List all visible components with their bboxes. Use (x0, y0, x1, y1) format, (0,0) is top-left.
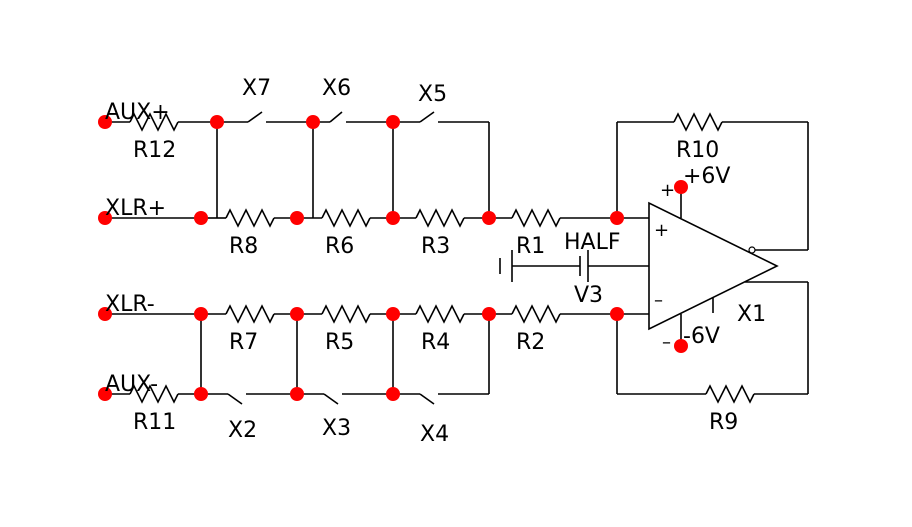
label-v3: V3 (574, 283, 603, 308)
label-pos-supply: +6V (683, 164, 730, 189)
node (98, 115, 112, 129)
node (290, 211, 304, 225)
resistor-r9 (705, 384, 755, 404)
label-r10: R10 (676, 138, 719, 163)
label-x1: X1 (737, 302, 766, 327)
label-neg-supply: -6V (683, 324, 720, 349)
node (194, 307, 208, 321)
label-r5: R5 (325, 330, 354, 355)
label-r9: R9 (709, 410, 738, 435)
node (386, 387, 400, 401)
feedback-r9 (616, 281, 809, 404)
label-x3: X3 (322, 416, 351, 441)
supply-minus-sign: – (662, 332, 671, 353)
switch-x7 (247, 111, 263, 123)
voltage-source-v3 (499, 250, 649, 282)
node (386, 211, 400, 225)
resistor-r6 (321, 208, 371, 228)
node (482, 211, 496, 225)
node (386, 307, 400, 321)
label-half: HALF (564, 230, 621, 255)
resistor-r1 (511, 208, 561, 228)
label-aux-minus: AUX- (105, 372, 158, 397)
node (290, 307, 304, 321)
node-neg-supply (674, 339, 688, 353)
node (610, 307, 624, 321)
xlr-minus-line (105, 304, 649, 324)
label-x2: X2 (228, 418, 257, 443)
label-r2: R2 (516, 330, 545, 355)
label-r12: R12 (133, 138, 176, 163)
resistor-r11 (129, 384, 179, 404)
node (482, 307, 496, 321)
switch-x6 (329, 111, 343, 123)
node-pos-supply (674, 180, 688, 194)
node (610, 211, 624, 225)
label-x5: X5 (418, 82, 447, 107)
label-r11: R11 (133, 410, 176, 435)
node (290, 387, 304, 401)
switch-x5 (419, 111, 435, 123)
resistor-r7 (225, 304, 275, 324)
nodes (98, 115, 688, 401)
label-r7: R7 (229, 330, 258, 355)
label-aux-plus: AUX+ (105, 100, 170, 125)
label-r1: R1 (516, 234, 545, 259)
node (194, 387, 208, 401)
switch-x2 (227, 393, 243, 405)
switch-x4 (419, 393, 435, 405)
resistor-r10 (673, 112, 723, 132)
resistor-r12 (129, 112, 179, 132)
label-r4: R4 (421, 330, 450, 355)
resistor-r8 (225, 208, 275, 228)
node (98, 211, 112, 225)
label-xlr-minus: XLR- (105, 292, 155, 317)
opamp-plus-sign: + (654, 220, 669, 241)
supply-plus-sign: + (660, 180, 675, 201)
resistor-r4 (415, 304, 465, 324)
node (306, 115, 320, 129)
label-r6: R6 (325, 234, 354, 259)
resistor-r5 (321, 304, 371, 324)
node (194, 211, 208, 225)
node (98, 307, 112, 321)
feedback-r10 (616, 112, 809, 251)
label-x4: X4 (420, 422, 449, 447)
label-r8: R8 (229, 234, 258, 259)
aux-plus-line (105, 111, 490, 218)
node (210, 115, 224, 129)
label-x7: X7 (242, 76, 271, 101)
label-x6: X6 (322, 76, 351, 101)
label-xlr-plus: XLR+ (105, 196, 166, 221)
resistor-r3 (415, 208, 465, 228)
label-r3: R3 (421, 234, 450, 259)
opamp-minus-sign: – (654, 290, 663, 311)
xlr-plus-line (105, 208, 649, 228)
node (386, 115, 400, 129)
resistor-r2 (511, 304, 561, 324)
switch-x3 (323, 393, 339, 405)
node (98, 387, 112, 401)
